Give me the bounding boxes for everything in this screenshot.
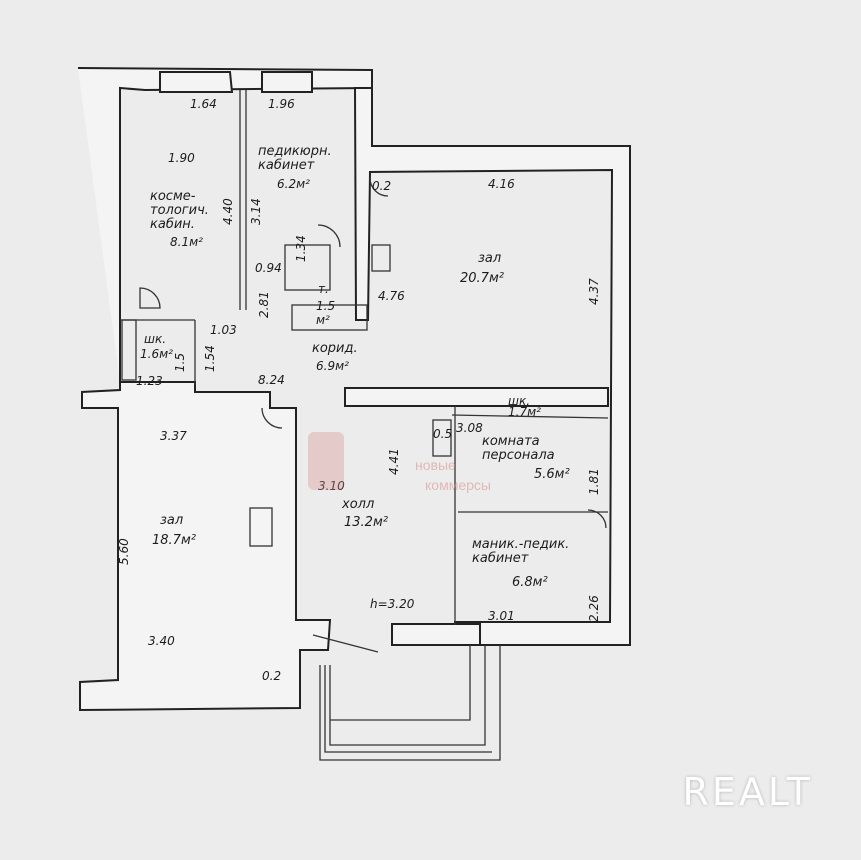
manicure-name: маник.-педик.кабинет (472, 537, 569, 566)
hall-top-area: 20.7м² (460, 271, 504, 286)
lobby-d1: 3.10 (318, 479, 345, 493)
hall-left-area: 18.7м² (152, 533, 196, 548)
hall-left-height: 5.60 (117, 538, 131, 565)
lobby-name: холл (341, 497, 374, 512)
hall-left-corner: 0.2 (262, 669, 281, 683)
hall-left-w1: 3.37 (160, 429, 187, 443)
hall-top-dim: 4.76 (378, 289, 405, 303)
manicure-area: 6.8м² (512, 575, 548, 590)
staff-area: 5.6м² (534, 467, 570, 482)
watermark-text1: новые (415, 457, 456, 473)
corridor-d3: 1.54 (203, 345, 217, 372)
lobby-height: h=3.20 (370, 597, 415, 611)
realt-logo: REALT (682, 770, 813, 814)
closet1-name: шк. (144, 332, 166, 346)
pedicure-length: 3.14 (249, 198, 263, 225)
staff-d1: 3.08 (456, 421, 483, 435)
pedicure-name: педикюрн.кабинет (258, 144, 332, 173)
closet1-d2: 1.5 (173, 353, 187, 372)
watermark: новые коммерсы (308, 432, 491, 493)
hall-top-corner: 0.2 (372, 179, 391, 193)
hall-top-width: 4.16 (488, 177, 515, 191)
cosmetology-depth: 1.90 (168, 151, 195, 165)
corridor-d1: 2.81 (257, 291, 271, 318)
labels: 1.64 1.96 1.90 косме-тологич.кабин. 8.1м… (117, 97, 601, 683)
watermark-text2: коммерсы (425, 477, 491, 493)
hall-top-name: зал (478, 251, 501, 266)
cosmetology-name: косме-тологич.кабин. (150, 189, 209, 232)
cosmetology-area: 8.1м² (170, 235, 203, 249)
lobby-area: 13.2м² (344, 515, 388, 530)
pedicure-width: 1.96 (268, 97, 295, 111)
corridor-d2: 1.03 (210, 323, 237, 337)
corridor-length: 8.24 (258, 373, 285, 387)
closet2-area: 1.7м² (508, 405, 541, 419)
hall-left-name: зал (160, 513, 183, 528)
corridor-area: 6.9м² (316, 359, 349, 373)
wc-dim: 1.34 (294, 235, 308, 262)
closet2-name: шк. (508, 394, 530, 408)
lobby-d2: 4.41 (387, 448, 401, 475)
hall-left-w2: 3.40 (148, 634, 175, 648)
closet1-area: 1.6м² (140, 347, 173, 361)
cosmetology-length: 4.40 (221, 198, 235, 225)
hall-top-height: 4.37 (587, 278, 601, 305)
pedicure-area: 6.2м² (277, 177, 310, 191)
staff-d3: 1.81 (587, 468, 601, 495)
pedicure-depth2: 0.94 (255, 261, 282, 275)
manicure-width: 3.01 (488, 609, 515, 623)
wc-name: т. (318, 282, 329, 296)
corridor-name: корид. (312, 341, 358, 356)
cosmetology-width: 1.64 (190, 97, 217, 111)
manicure-height: 2.26 (587, 595, 601, 622)
closet1-d1: 1.23 (136, 374, 163, 388)
walls (77, 67, 631, 761)
staff-d2: 0.5 (433, 427, 452, 441)
